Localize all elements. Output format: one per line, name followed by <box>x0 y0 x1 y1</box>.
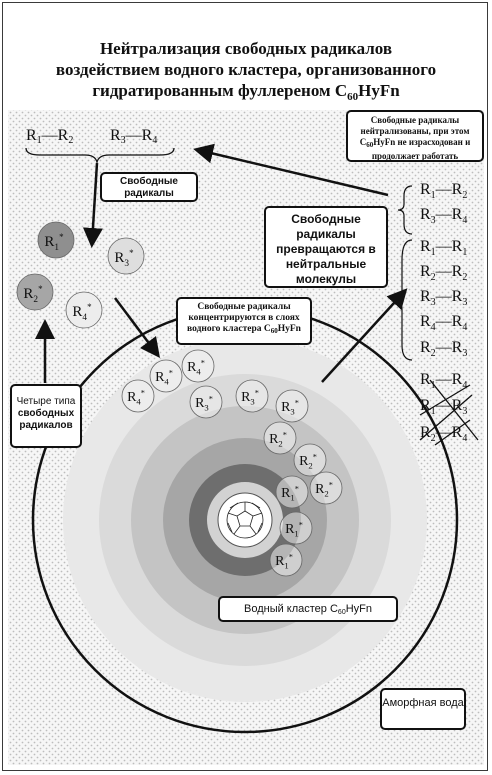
arrow-down-to-radicals <box>82 162 103 248</box>
shell-radical-circle <box>275 389 309 423</box>
shell-radical-label: R4* <box>187 358 205 376</box>
top-brace <box>25 147 175 165</box>
shell-radical-label: R3* <box>241 388 259 406</box>
right-pair: R1—R2 <box>420 181 467 201</box>
free-radical-label: R2* <box>23 284 43 305</box>
arrows <box>35 143 408 383</box>
free-radical-label: R1* <box>44 232 64 253</box>
free-radical-circle <box>65 291 103 329</box>
right-pair: R3—R4 <box>420 206 467 226</box>
amorphous-water-label: Аморфная вода <box>380 688 466 730</box>
neutralized-note: Свободные радикалы нейтрализованы, при э… <box>346 110 484 162</box>
shell-radical-circle <box>181 349 215 383</box>
shell-radicals-group: R4*R4*R4*R3*R3*R3*R2*R2*R2*R1*R1*R1* <box>121 349 343 577</box>
concentrate-label: Свободные радикалы концентрируются в сло… <box>176 297 312 345</box>
shell-radical-label: R1* <box>285 520 303 538</box>
right-pair: R1—R4 <box>420 371 467 391</box>
fullerene-core <box>217 492 273 548</box>
shell-radical-circle <box>121 379 155 413</box>
shell-radical-label: R2* <box>315 480 333 498</box>
free-radical-label: R3* <box>114 248 134 269</box>
right-pair: R2—R3 <box>420 339 467 359</box>
right-pair: R4—R4 <box>420 313 467 333</box>
water-cluster-rings <box>31 306 459 734</box>
shell-radical-label: R2* <box>269 430 287 448</box>
title-line-2: воздействием водного кластера, организов… <box>55 60 437 79</box>
title-line-1: Нейтрализация свободных радикалов <box>99 39 393 58</box>
free-radical-circle <box>16 273 54 311</box>
shell-radical-label: R3* <box>281 398 299 416</box>
arrow-to-top-pair <box>193 143 389 197</box>
free-radicals-label: Свободные радикалы <box>100 172 198 202</box>
shell-radical-circle <box>149 359 183 393</box>
shell-radical-label: R1* <box>281 484 299 502</box>
arrow-to-neutral <box>321 288 408 383</box>
title-line-3: гидратированным фуллереном С60HyFn <box>92 81 400 103</box>
four-types-label: Четыре типа свободных радикалов <box>10 384 82 448</box>
right-pair: R2—R4 <box>420 424 467 444</box>
right-pair: R3—R3 <box>420 288 467 308</box>
shell-radical-label: R3* <box>195 394 213 412</box>
right-pair: R1—R1 <box>420 238 467 258</box>
crossed-out-pairs-marks <box>419 379 479 446</box>
right-pair: R2—R2 <box>420 263 467 283</box>
shell-radical-circle <box>309 471 343 505</box>
arrow-to-cluster <box>114 297 160 358</box>
top-pair-left: R1—R2 <box>26 127 73 146</box>
right-brace-top <box>397 185 413 235</box>
become-neutral-label: Свободные радикалы превращаются в нейтра… <box>264 206 388 288</box>
free-radical-circle <box>107 237 145 275</box>
shell-radical-label: R4* <box>127 388 145 406</box>
shell-radical-circle <box>263 421 297 455</box>
page-title: Нейтрализация свободных радикалов воздей… <box>20 38 472 108</box>
fullerene-c60-icon <box>226 501 264 539</box>
shell-radical-circle <box>189 385 223 419</box>
shell-radical-label: R4* <box>155 368 173 386</box>
shell-radical-circle <box>275 475 309 509</box>
shell-radical-circle <box>235 379 269 413</box>
shell-radical-circle <box>293 443 327 477</box>
free-radical-circle <box>37 221 75 259</box>
shell-radical-circle <box>269 543 303 577</box>
shell-radical-circle <box>279 511 313 545</box>
free-radicals-group: R1* R2* R3* R4* <box>16 221 145 329</box>
shell-radical-label: R1* <box>275 552 293 570</box>
free-radical-label: R4* <box>72 302 92 323</box>
water-cluster-label: Водный кластер С60HyFn <box>218 596 398 622</box>
top-pair-right: R3—R4 <box>110 127 157 146</box>
shell-radical-label: R2* <box>299 452 317 470</box>
